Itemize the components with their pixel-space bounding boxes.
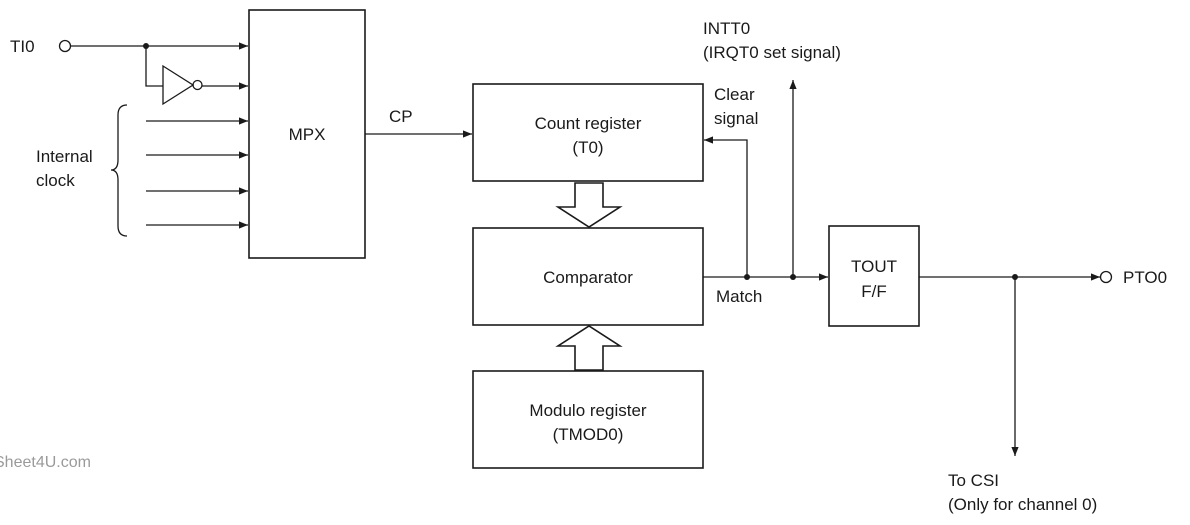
watermark-text: Sheet4U.com [0,454,91,471]
modulo-register-label-line1: Modulo register [529,401,647,420]
mpx-label: MPX [289,125,326,144]
cp-label: CP [389,107,413,126]
tout-flipflop-block [828,225,920,327]
comparator-label: Comparator [543,268,633,287]
csi-label-line2: (Only for channel 0) [948,495,1097,514]
ti0-input-terminal [58,39,72,53]
modulo-register-label-line2: (TMOD0) [553,425,624,444]
count-register-label-line1: Count register [535,114,642,133]
modulo-register-block [472,370,704,469]
inverter-bubble [192,79,203,91]
internal-clock-label-line2: clock [36,171,75,190]
count-register-block [472,83,704,182]
clear-signal-label-line1: Clear [714,85,755,104]
clear-signal-label-line2: signal [714,109,758,128]
pto0-output-terminal [1099,270,1113,284]
pto0-label: PTO0 [1123,268,1167,287]
ti0-label: TI0 [10,37,35,56]
intt0-label-line2: (IRQT0 set signal) [703,43,841,62]
internal-clock-label-line1: Internal [36,147,93,166]
intt0-label-line1: INTT0 [703,19,750,38]
inverter-symbol [162,64,195,106]
csi-label-line1: To CSI [948,471,999,490]
comparator-block [472,227,704,326]
count-register-label-line2: (T0) [572,138,603,157]
match-label: Match [716,287,762,306]
inverter-feed-line [145,46,163,87]
clear-signal-line [704,136,748,277]
tout-label-line2: F/F [861,282,887,301]
modulo-to-comparator-bus-arrow [555,325,623,371]
tout-label-line1: TOUT [851,257,897,276]
count-to-comparator-bus-arrow [555,182,623,228]
internal-clock-brace [110,104,128,237]
